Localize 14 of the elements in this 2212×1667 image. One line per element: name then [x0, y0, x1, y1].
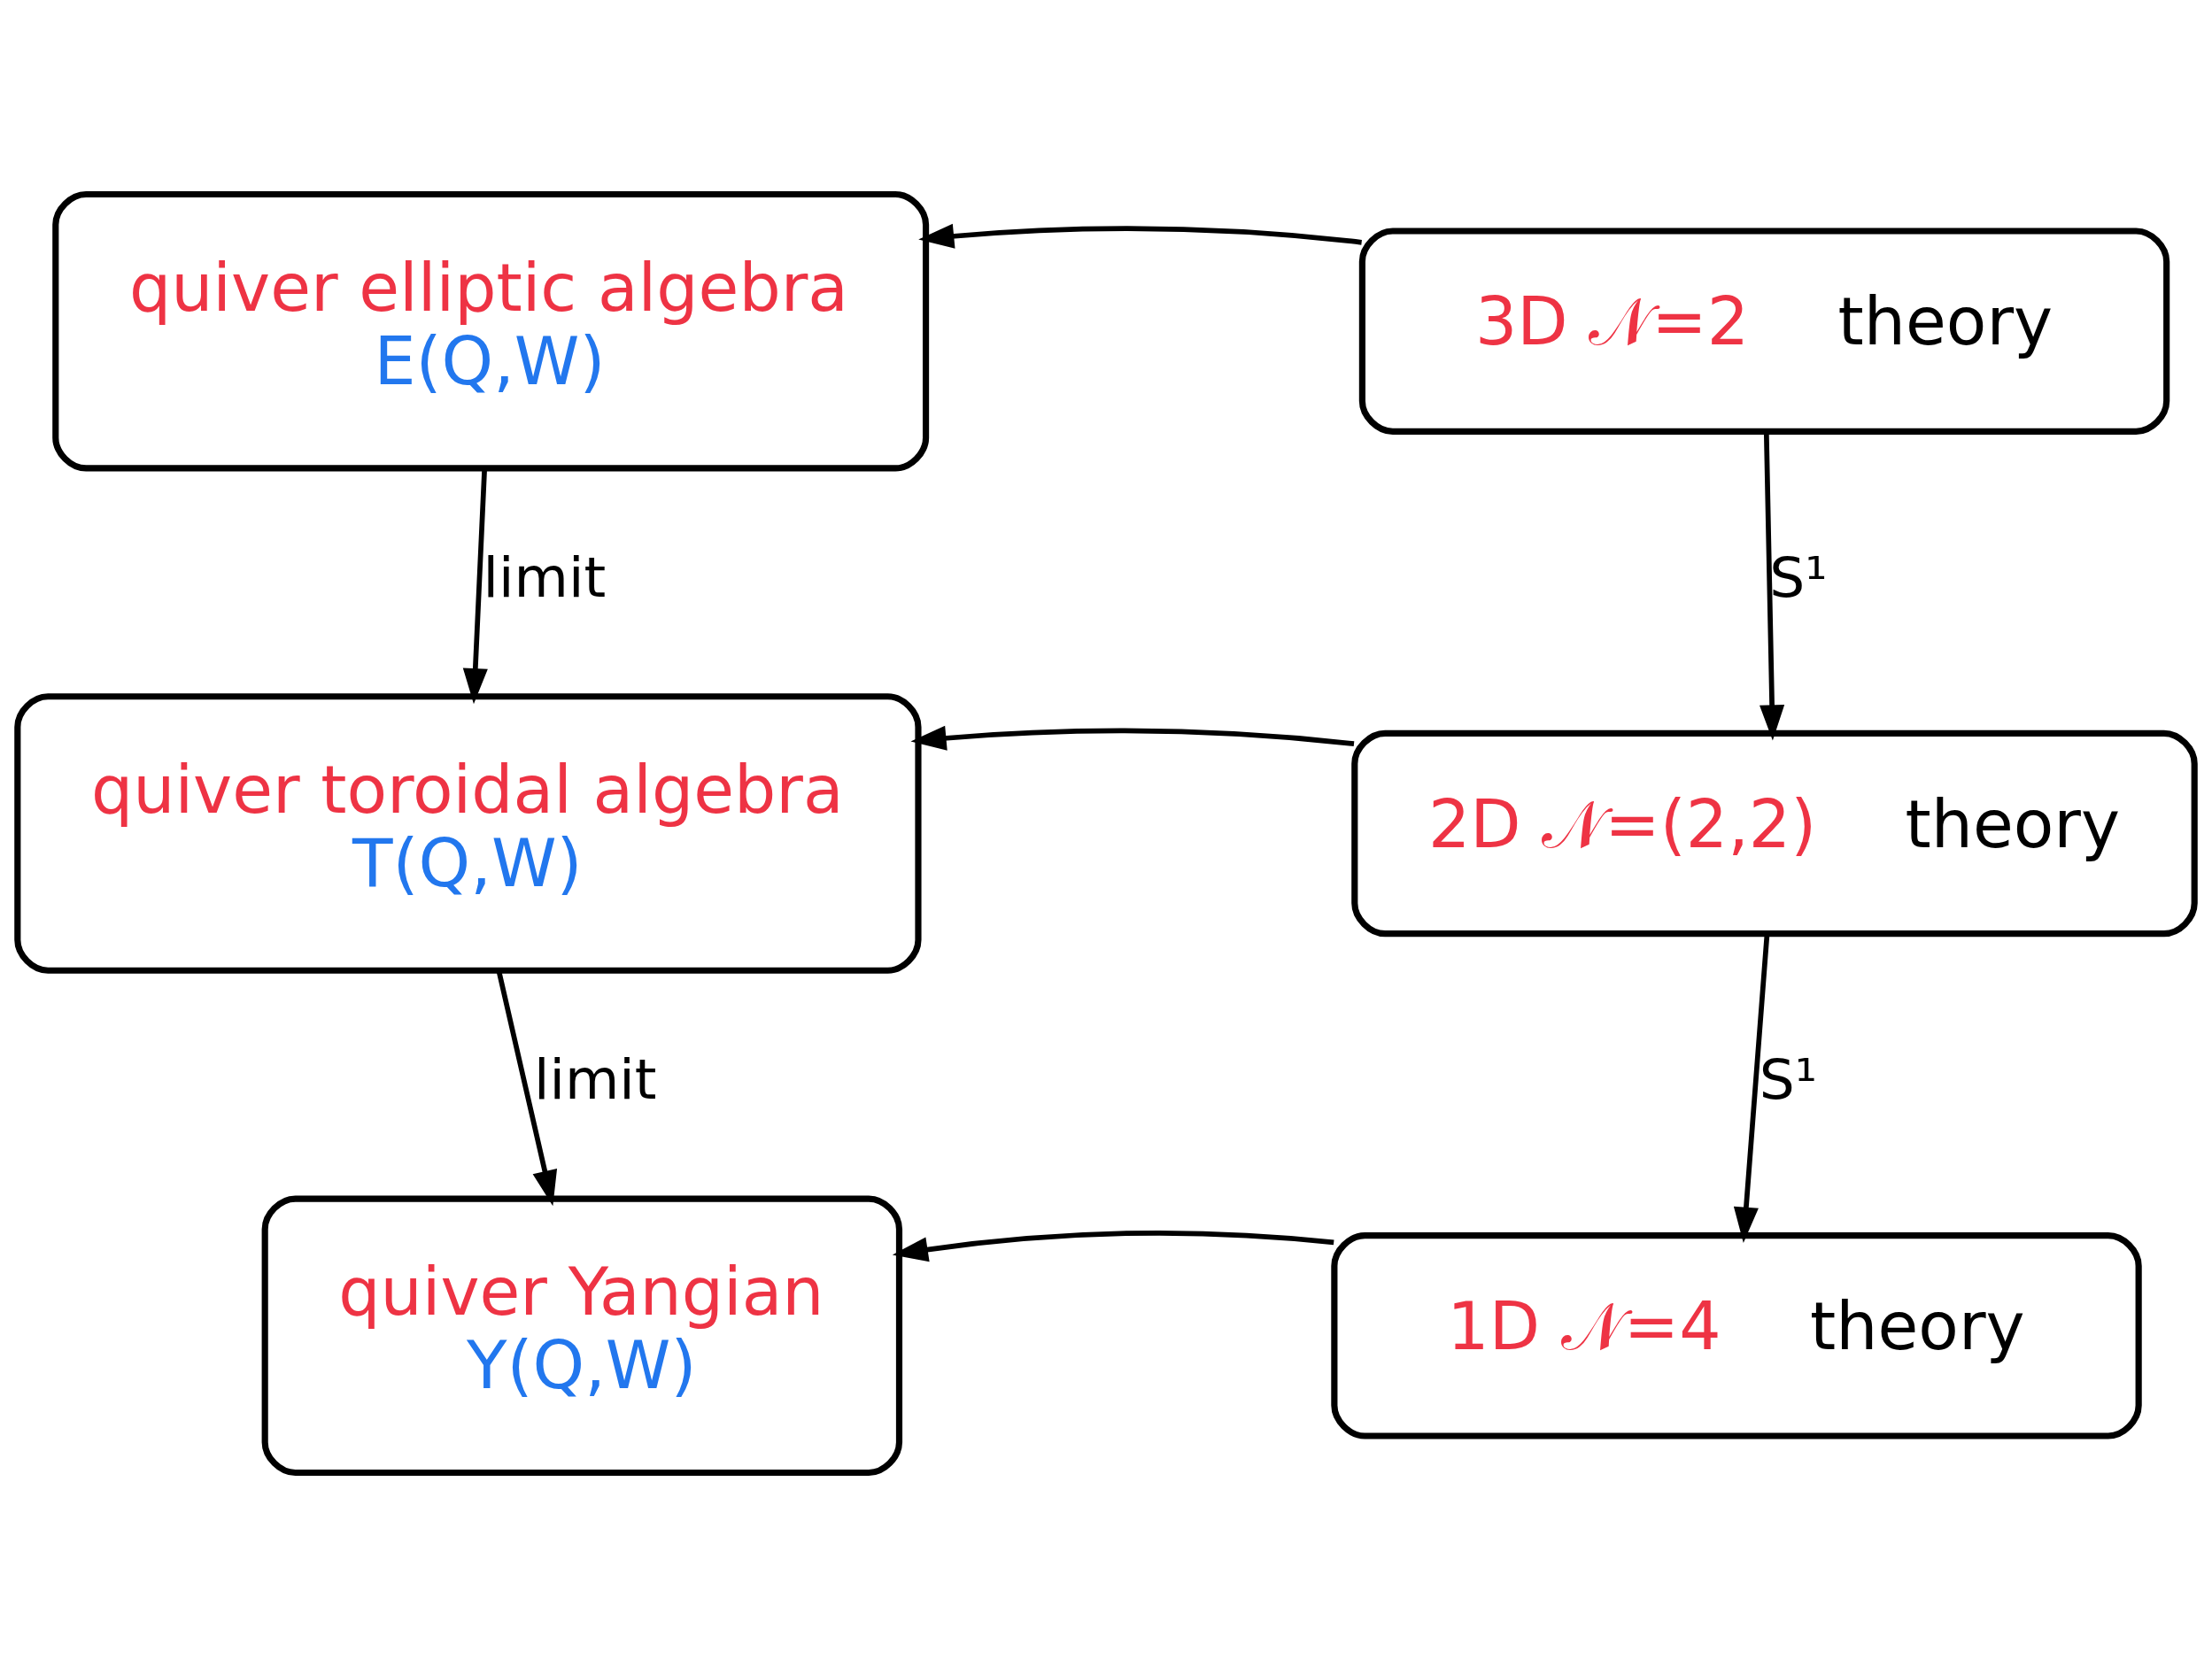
arrow [892, 1230, 1334, 1262]
edge-label: limit [533, 1046, 657, 1113]
node-box: 3D 𝒩=2 theory [1358, 228, 2170, 435]
arrow [918, 223, 1362, 249]
node-box: 2D 𝒩=(2,2) theory [1351, 729, 2198, 938]
node-box: quiver toroidal algebra T(Q,W) [14, 693, 922, 974]
edge-label: S¹ [1769, 544, 1828, 610]
node-box: 1D 𝒩=4 theory [1331, 1232, 2142, 1439]
node-box: quiver elliptic algebra E(Q,W) [52, 190, 930, 472]
arrow [910, 725, 1355, 751]
edge-label: limit [483, 544, 607, 610]
edge-label: S¹ [1759, 1046, 1818, 1113]
node-box: quiver Yangian Y(Q,W) [261, 1195, 903, 1477]
arrow [1733, 934, 1770, 1243]
